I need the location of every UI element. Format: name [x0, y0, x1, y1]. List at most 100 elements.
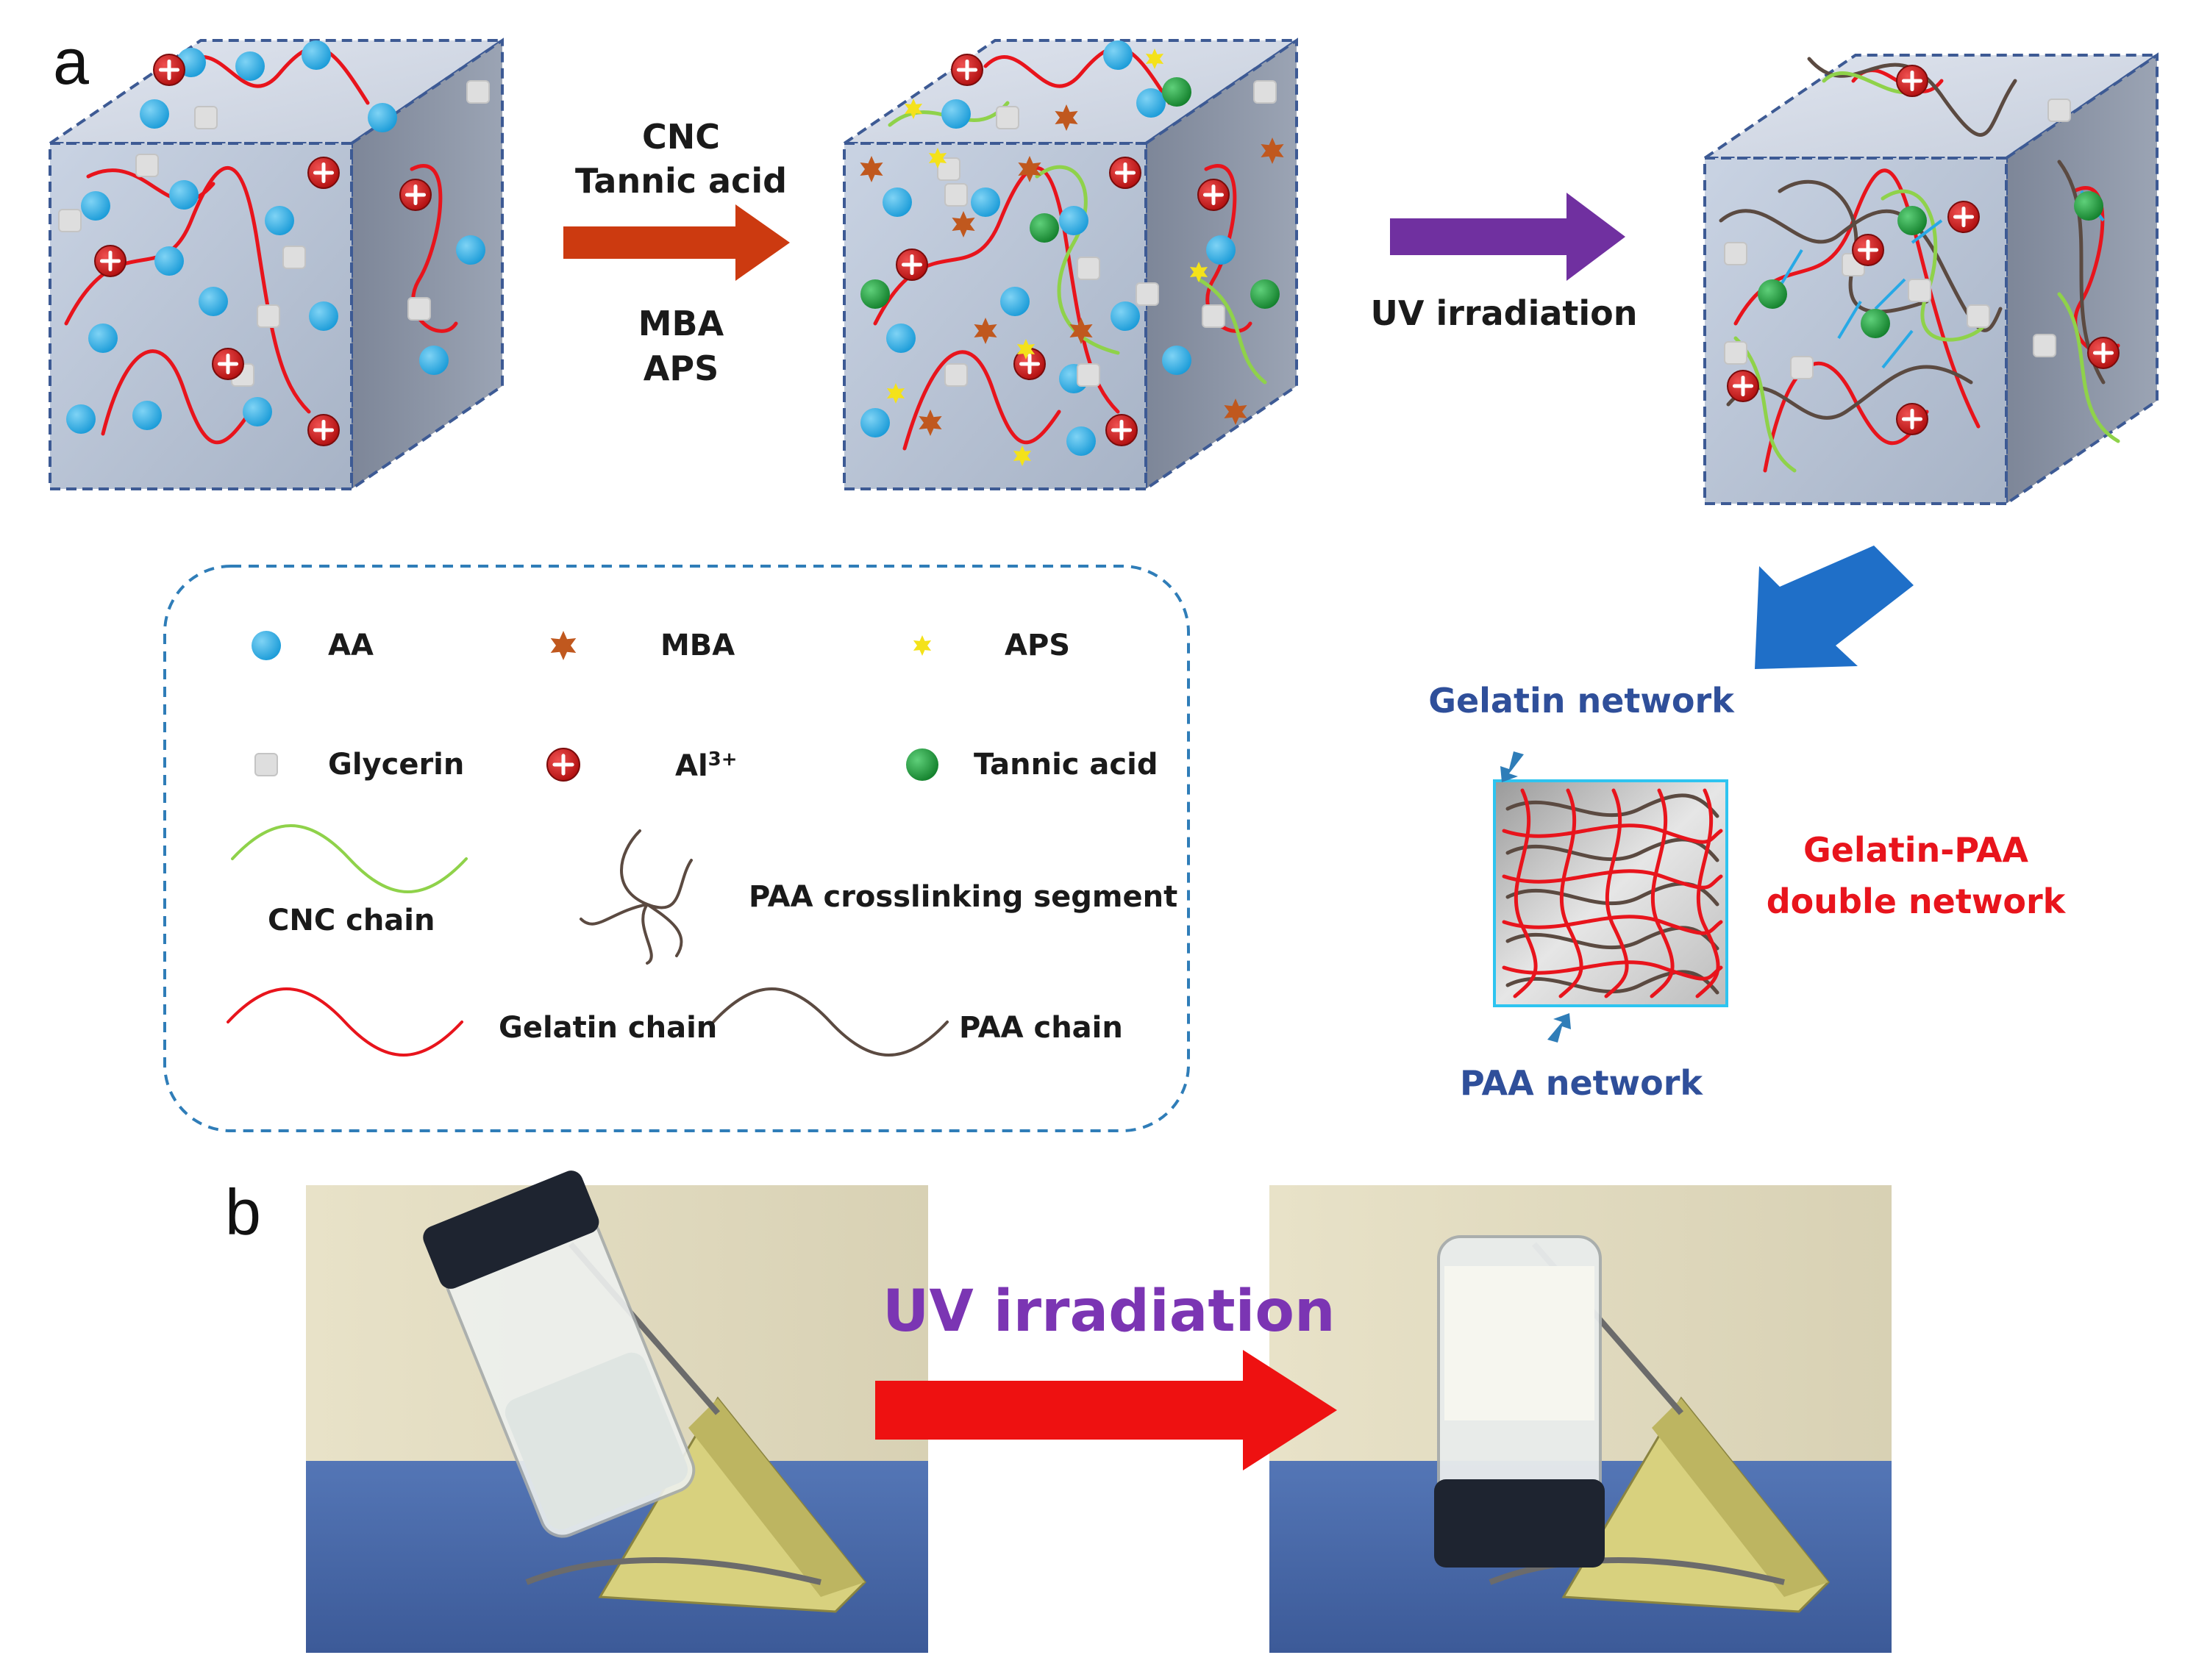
tannic-acid-particle [906, 748, 938, 781]
aa-monomer [1059, 206, 1088, 235]
aa-monomer [199, 287, 228, 316]
tannic-acid-particle [2074, 191, 2103, 221]
al-ion [546, 748, 580, 782]
double-network-diagram [1493, 751, 1728, 1043]
aa-monomer [302, 40, 331, 70]
plus-sign [901, 254, 923, 276]
al-ion [1109, 157, 1141, 189]
aa-monomer [243, 397, 272, 426]
glycerin-particle [1202, 304, 1225, 328]
vial [1434, 1235, 1605, 1568]
glycerin-particle [996, 106, 1019, 129]
double-network-label-line1: Gelatin-PAA [1803, 830, 2029, 870]
aa-monomer [1103, 40, 1133, 70]
aps-initiator [1013, 446, 1032, 466]
gelatin-network-strand [1558, 788, 1583, 998]
gelatin-network-strand [1513, 788, 1538, 998]
al-ion [307, 157, 340, 189]
glycerin-particle [257, 304, 280, 328]
photo-uv-label: UV irradiation [883, 1279, 1336, 1345]
legend-paa-segment [580, 829, 693, 965]
aa-monomer [235, 51, 265, 81]
step1-label-mba: MBA [638, 304, 724, 343]
paa-chain [1807, 57, 2017, 137]
plus-sign [1857, 239, 1879, 261]
mba-crosslinker [860, 156, 883, 182]
step2-uv-label: UV irradiation [1370, 293, 1638, 333]
legend-al-charge: 3+ [707, 748, 738, 771]
cnc-chain [1733, 336, 1797, 473]
gelatin-network-strand [1650, 788, 1675, 998]
panel-a-label: a [53, 25, 89, 98]
al-ion [94, 245, 126, 277]
legend-gelatin-chain-label: Gelatin chain [499, 1011, 718, 1045]
mba-crosslinker [1224, 398, 1247, 425]
photo-after-uv [1269, 1185, 1892, 1653]
al-ion [1896, 65, 1928, 97]
aa-monomer [1206, 235, 1236, 265]
al-ion [153, 54, 185, 86]
network-box [1493, 779, 1728, 1007]
glycerin-particle [1136, 282, 1159, 306]
tannic-acid-particle [1758, 279, 1787, 309]
photo-uv-arrow [875, 1350, 1337, 1470]
paa-chain [1726, 365, 1973, 420]
plus-sign [158, 59, 180, 81]
vial-cap [1434, 1479, 1605, 1568]
liquid-contents [505, 1352, 688, 1530]
glycerin-particle [1790, 356, 1814, 379]
glycerin-particle [937, 157, 960, 181]
legend-glycerin-label: Glycerin [328, 748, 465, 782]
al-ion [2087, 337, 2120, 369]
paa-network-strand [1505, 970, 1719, 995]
double-network-label-line2: double network [1766, 882, 2066, 921]
gelatin-chain [1204, 164, 1252, 333]
paa-pointer-arrow [1547, 1013, 1571, 1043]
aps-initiator [928, 148, 947, 168]
plus-sign [1732, 375, 1754, 397]
panel-b-label: b [225, 1176, 261, 1248]
gelatin-chain [182, 46, 370, 105]
plus-sign [313, 419, 335, 441]
aps-initiator [886, 383, 905, 404]
aa-monomer [88, 324, 118, 353]
tannic-hydrogen-bond [1881, 329, 1914, 369]
mba-crosslinker [1261, 137, 1284, 164]
aa-monomer [419, 346, 449, 375]
aa-monomer [971, 187, 1000, 217]
al-ion [896, 249, 928, 281]
step1-label-tannic: Tannic acid [574, 161, 788, 201]
tannic-acid-particle [1162, 77, 1191, 107]
gel-contents [1444, 1266, 1594, 1420]
glycerin-particle [1724, 242, 1747, 265]
gelatin-chain [101, 349, 252, 445]
glycerin-particle [135, 154, 159, 177]
plus-sign [1953, 206, 1975, 228]
photo-before-uv [306, 1170, 928, 1653]
legend-al-label: Al3+ [675, 750, 738, 781]
mba-crosslinker [1055, 104, 1078, 131]
mba-crosslinker [1018, 156, 1041, 182]
aa-monomer [265, 206, 294, 235]
plus-sign [956, 59, 978, 81]
aa-monomer [132, 401, 162, 430]
aa-monomer [1111, 301, 1140, 331]
cube-double-network [1700, 52, 2162, 507]
gelatin-network-strand [1502, 915, 1723, 935]
legend-paa-chain [712, 987, 949, 1057]
gelatin-pointer-arrow [1500, 751, 1524, 782]
aa-monomer [1136, 88, 1166, 118]
legend-cnc-chain [231, 824, 468, 893]
aa-monomer [140, 99, 169, 129]
plus-sign [1901, 70, 1923, 92]
legend-mba-symbol [550, 631, 577, 660]
gelatin-network-strand [1502, 869, 1723, 890]
plus-sign [552, 754, 574, 776]
gelatin-network-strand [1502, 823, 1723, 844]
aa-monomer [66, 404, 96, 434]
tannic-acid-particle [860, 279, 890, 309]
glycerin-particle [254, 753, 278, 776]
aa-monomer [81, 191, 110, 221]
tannic-acid-particle [1897, 206, 1927, 235]
